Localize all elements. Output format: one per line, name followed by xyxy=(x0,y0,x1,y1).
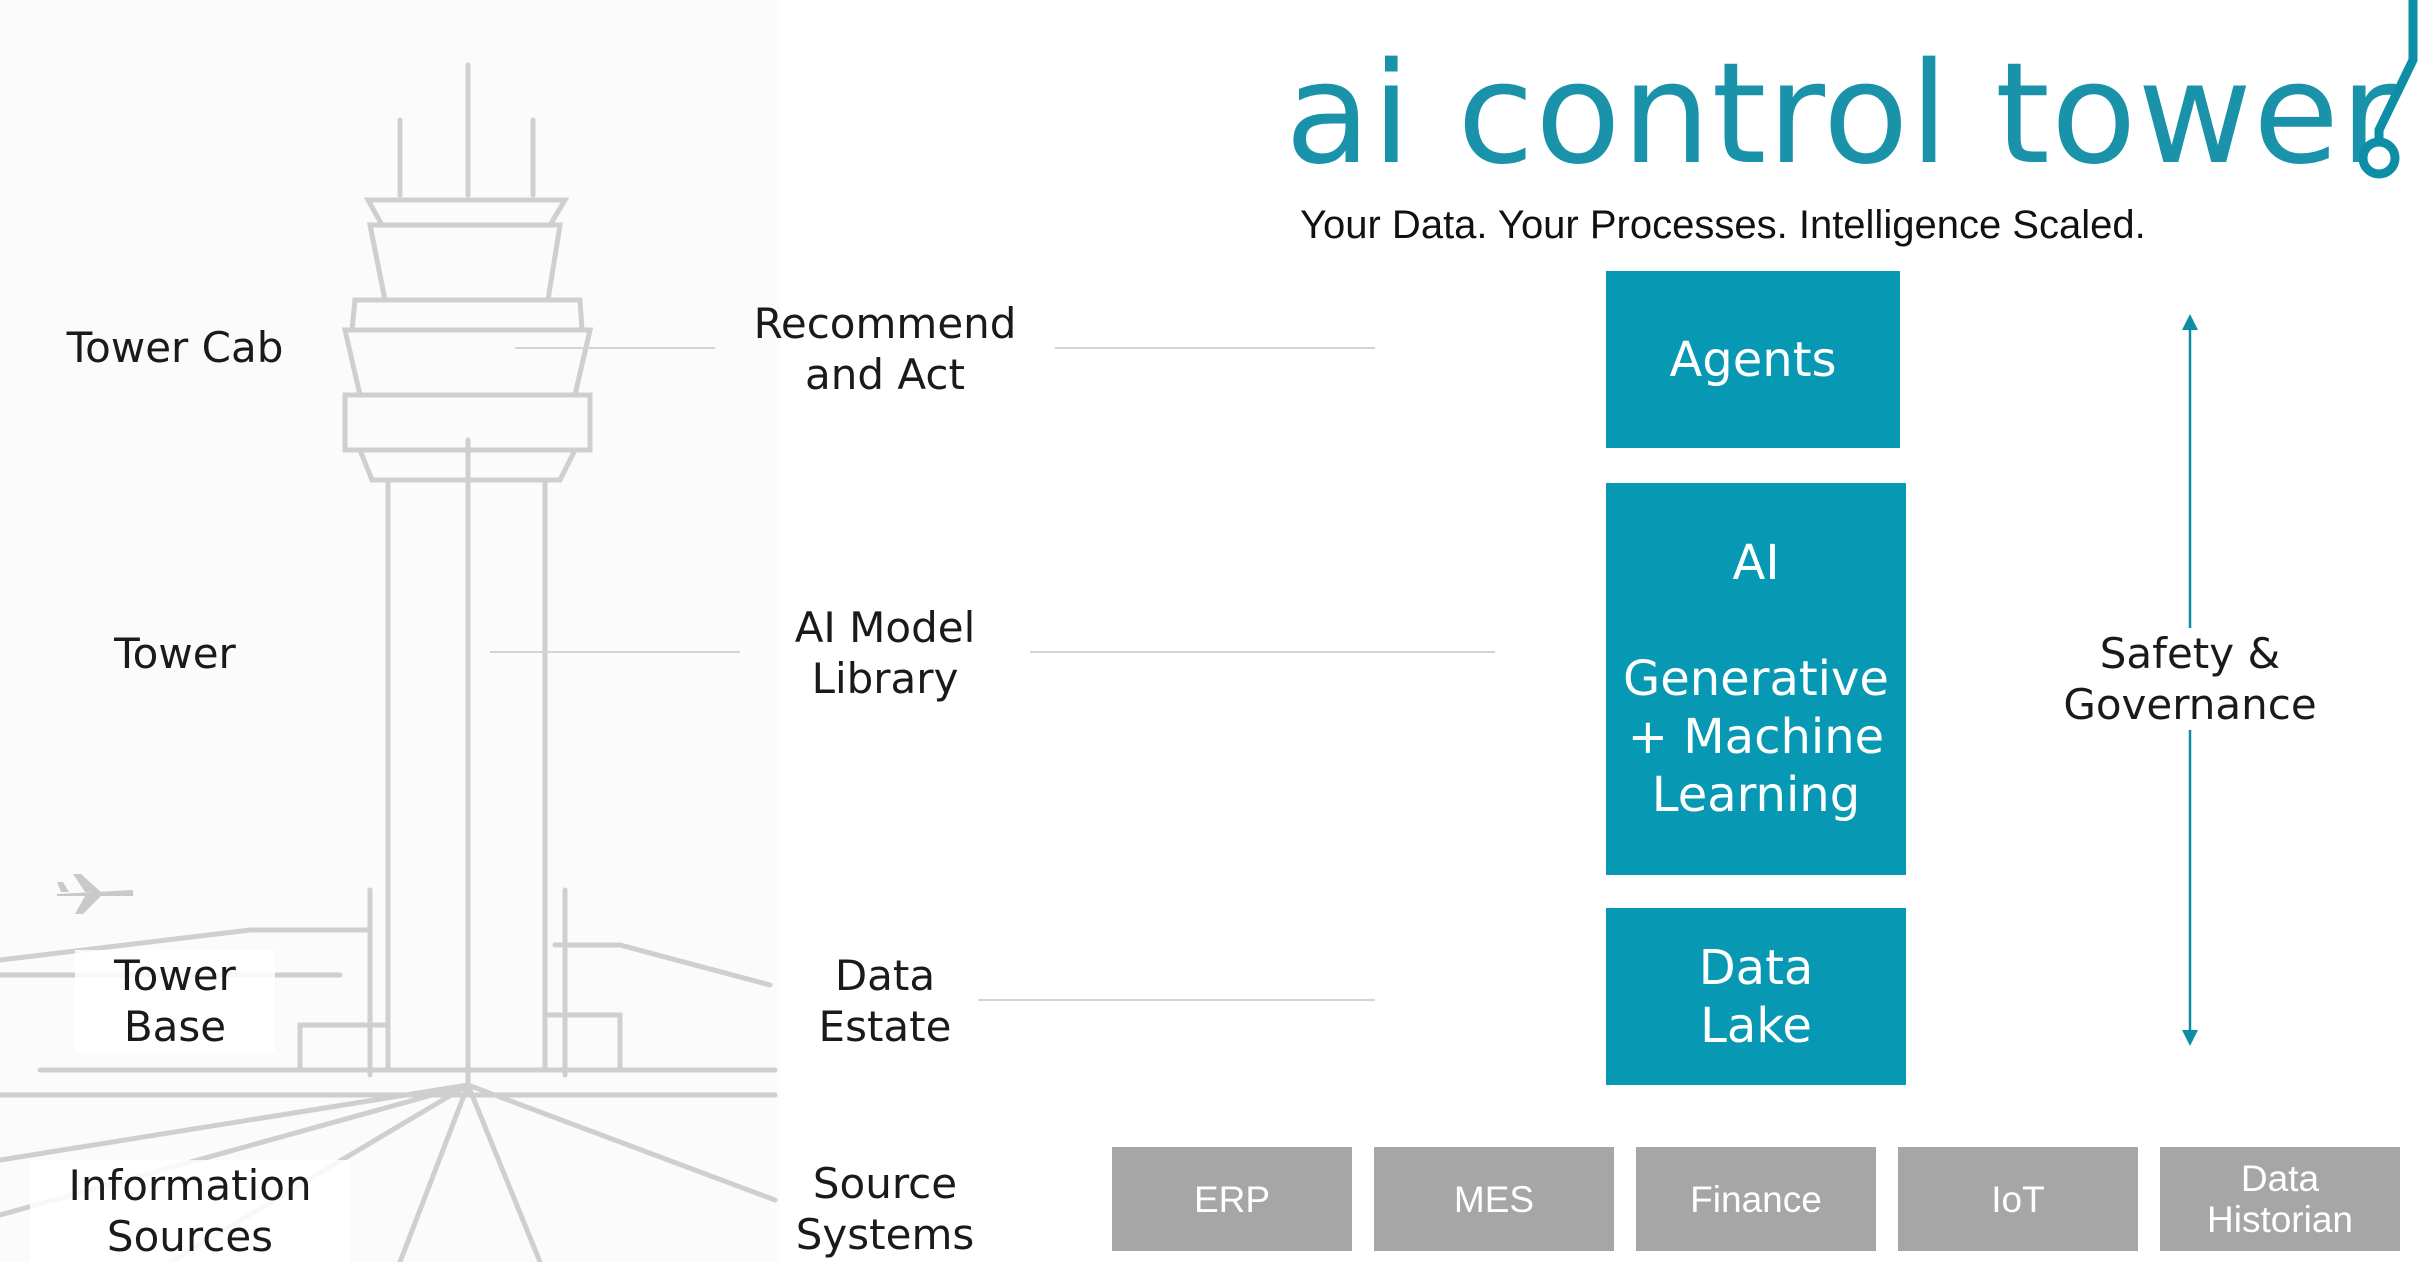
agents-box: Agents xyxy=(1606,271,1900,448)
tower-base-label: Tower Base xyxy=(75,950,275,1052)
recommend-and-act-label: Recommend and Act xyxy=(753,299,1017,399)
page-title: ai control tower xyxy=(1285,33,2399,196)
ai-model-library-label: AI Model Library xyxy=(794,603,976,703)
source-data-historian: Data Historian xyxy=(2160,1147,2400,1251)
tower-label: Tower xyxy=(114,629,236,678)
circuit-node-logo xyxy=(2358,0,2418,179)
ai-models-box: AI Generative + Machine Learning xyxy=(1606,483,1906,875)
source-finance: Finance xyxy=(1636,1147,1876,1251)
source-erp: ERP xyxy=(1112,1147,1352,1251)
source-mes: MES xyxy=(1374,1147,1614,1251)
source-systems-label: Source Systems xyxy=(795,1159,975,1259)
tower-cab-label: Tower Cab xyxy=(66,323,284,372)
airplane-icon xyxy=(57,874,133,914)
tower-connector-line-right xyxy=(1030,651,1495,653)
data-estate-label: Data Estate xyxy=(818,951,952,1051)
data-lake-box: Data Lake xyxy=(1606,908,1906,1085)
cab-connector-line-left xyxy=(515,347,715,349)
tower-connector-line-left xyxy=(490,651,740,653)
control-tower-illustration xyxy=(0,62,778,1262)
page-subtitle: Your Data. Your Processes. Intelligence … xyxy=(1300,203,2146,247)
safety-governance-label: Safety & Governance xyxy=(2030,628,2350,730)
information-sources-label: Information Sources xyxy=(30,1160,350,1262)
estate-connector-line xyxy=(978,999,1375,1001)
cab-connector-line-right xyxy=(1055,347,1375,349)
source-iot: IoT xyxy=(1898,1147,2138,1251)
